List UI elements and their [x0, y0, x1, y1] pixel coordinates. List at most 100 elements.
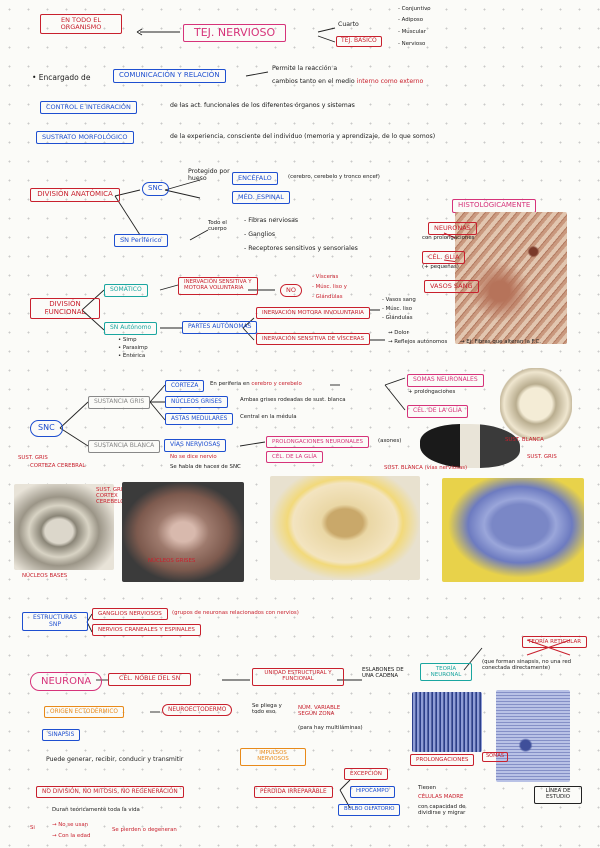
snc-box: SNC [30, 420, 63, 437]
sustrato-box: SUSTRATO MORFOLÓGICO [36, 131, 134, 145]
prolongaciones-label-text: PROLONGACIONES [416, 757, 469, 763]
tienen-text: Tienen [418, 785, 437, 791]
sustrato-text: SUSTRATO MORFOLÓGICO [42, 133, 128, 141]
nucleos-grises-label: NÚCLEOS GRISES [148, 558, 196, 564]
autonomo-text: SN Autónomo [110, 324, 152, 331]
intro-permite: Permite la reacción a [272, 65, 338, 72]
stained-cerebellum-photo [442, 478, 584, 582]
snc-anat-text: SNC [148, 184, 163, 192]
sust-blanca-label: SUST. BLANCA [505, 437, 544, 443]
simp-item: • Parasimp [118, 345, 148, 351]
ganglios-box: GANGLIOS NERVIOSOS [92, 608, 168, 621]
corteza-text: CORTEZA [171, 383, 199, 389]
prolongaciones-label-box: PROLONGACIONES [410, 754, 475, 767]
prolongaciones-box: PROLONGACIONES NEURONALES [266, 436, 369, 449]
snp-anat-text: SN Periférico [120, 236, 162, 244]
eslabones-text: ESLABONES DE UNA CADENA [362, 667, 404, 679]
neurona-box: NEURONA [30, 672, 103, 691]
linea-estudio-box: LÍNEA DE ESTUDIO [534, 786, 582, 804]
snp-anat-box: SN Periférico [114, 234, 168, 248]
snc-anat-box: SNC [142, 182, 169, 196]
snc-text: SNC [38, 423, 55, 432]
hipocampo-text: HIPOCAMPO [356, 788, 389, 794]
no-item: - Glándulas [312, 294, 343, 300]
axones-text: (axones) [378, 438, 402, 444]
teoria-reticular-box: TEORÍA RETICULAR [522, 636, 588, 649]
cel-glia-box: CÉL. DE LA GLÍA [266, 451, 323, 464]
cel-glia2-box: CÉL. DE LA GLÍA [407, 405, 468, 418]
cel-glia2-text: CÉL. DE LA GLÍA [413, 407, 462, 414]
division-funcional-text: DIVISIÓN FUNCIONAL [44, 300, 86, 316]
intro-cambios-text: cambios tanto en el medio [272, 78, 355, 85]
cerebellum-section-photo [122, 482, 244, 582]
somas-label-box: SOMAS [482, 752, 509, 762]
histologicamente-text: HISTOLÓGICAMENTE [458, 201, 531, 209]
partes-autonomas-box: PARTES AUTÓNOMAS [182, 321, 258, 334]
sust-gris-cortex-label: SUST. GRIS [18, 455, 48, 461]
pliega-text: Se pliega y todo eso [252, 703, 282, 715]
somas-note: + prolongaciones [408, 389, 456, 395]
bulbo-text: BULBO OLFATORIO [344, 806, 395, 812]
division-anatomica-text: DIVISIÓN ANATÓMICA [37, 190, 113, 198]
nervios-box: NERVIOS CRANEALES Y ESPINALES [92, 624, 201, 637]
reflejos-text: → Reflejos autónomos [388, 339, 448, 345]
no-usan-text: → No se usan [52, 822, 89, 828]
tissue-item: - Conjuntivo [398, 6, 431, 12]
teoria-note: (que forman sinapsis, no una red conecta… [482, 659, 572, 671]
todo-cuerpo-text: Todo el cuerpo [208, 220, 227, 232]
sensitiva-visceras-text: INERVACIÓN SENSITIVA DE VÍSCERAS [262, 336, 365, 342]
comunicacion-text: COMUNICACIÓN Y RELACIÓN [119, 71, 220, 79]
sgris-cortex-label: SUST. GRIS CORTEX CEREBELO [96, 487, 126, 505]
sinapsis-text: SINAPSIS [48, 732, 75, 738]
excepcion-box: EXCEPCIÓN [344, 768, 388, 781]
cel-noble-box: CÉL. NOBLE DEL SN [108, 673, 192, 686]
ej-text: → Ej: Fibras que alteran la F.C. [460, 339, 542, 345]
no-item: - Vísceras [312, 274, 339, 280]
bulbo-box: BULBO OLFATORIO [338, 804, 401, 816]
glia-note: (+ pequeñas) [422, 264, 459, 270]
coronal-brain-photo [14, 484, 114, 570]
motora-involuntaria-text: INERVACIÓN MOTORA INVOLUNTARIA [262, 310, 364, 316]
no-box: NO [280, 284, 302, 298]
origen-box: ORIGEN ECTODÉRMICO [44, 706, 124, 719]
tejido-basico-text: TEJ. BÁSICO [341, 37, 377, 44]
division-anatomica-box: DIVISIÓN ANATÓMICA [30, 188, 120, 202]
control-box: CONTROL E INTEGRACIÓN [40, 101, 137, 115]
histology-photo [455, 212, 567, 344]
sustancia-blanca-box: SUSTANCIA BLANCA [88, 440, 161, 453]
division-funcional-box: DIVISIÓN FUNCIONAL [30, 298, 100, 320]
teoria-neuronal-box: TEORÍA NEURONAL [420, 663, 472, 682]
prolongaciones-text: PROLONGACIONES NEURONALES [272, 439, 363, 445]
neuronas-text: NEURONAS [434, 224, 471, 232]
capacidad-text: con capacidad de dividirse y migrar [418, 804, 466, 816]
origen-text: ORIGEN ECTODÉRMICO [50, 709, 118, 715]
unidad-text: UNIDAD ESTRUCTURAL Y FUNCIONAL [264, 670, 332, 682]
encefalo-box: ENCÉFALO [232, 172, 278, 186]
partes-autonomas-text: PARTES AUTÓNOMAS [188, 323, 252, 330]
astas-text: ASTAS MEDULARES [171, 416, 228, 422]
vias-text: VÍAS NERVIOSAS [170, 441, 221, 448]
unidad-box: UNIDAD ESTRUCTURAL Y FUNCIONAL [252, 668, 344, 686]
cuarto-text: Cuarto [338, 21, 359, 28]
hipocampo-box: HIPOCAMPO [350, 786, 395, 798]
estructuras-snp-box: ESTRUCTURAS SNP [22, 612, 88, 632]
cel-noble-text: CÉL. NOBLE DEL SN [119, 675, 181, 682]
cerebro-text: cerebro y cerebelo [251, 381, 302, 387]
intro-interno-text: interno como externo [356, 78, 424, 85]
no-nervio-text: No se dice nervio [170, 454, 217, 460]
vasos-item: - Músc. liso [382, 306, 413, 312]
neuroecto-text: NEUROECTODERMO [168, 707, 227, 713]
nucleos-box: NÚCLEOS GRISES [165, 396, 228, 409]
medula-text: MÉD. ESPINAL [238, 193, 284, 201]
neuronas-box: NEURONAS [428, 222, 477, 236]
no-text: NO [286, 286, 296, 294]
nucleos-bases-label: NÚCLEOS BASES [22, 573, 68, 579]
corteza-cerebral-label: CORTEZA CEREBRAL [30, 463, 86, 469]
corteza-desc-text: En periferia en [210, 381, 250, 387]
control-text: CONTROL E INTEGRACIÓN [46, 103, 131, 111]
sustancia-gris-box: SUSTANCIA GRIS [88, 396, 151, 409]
impulsos-text: IMPULSOS NERVIOSOS [257, 750, 289, 762]
nucleos-desc: Ambas grises rodeadas de sust. blanca [240, 397, 346, 403]
protegido-text: Protegido por hueso [188, 168, 230, 182]
snp-item: - Ganglios [244, 231, 276, 238]
